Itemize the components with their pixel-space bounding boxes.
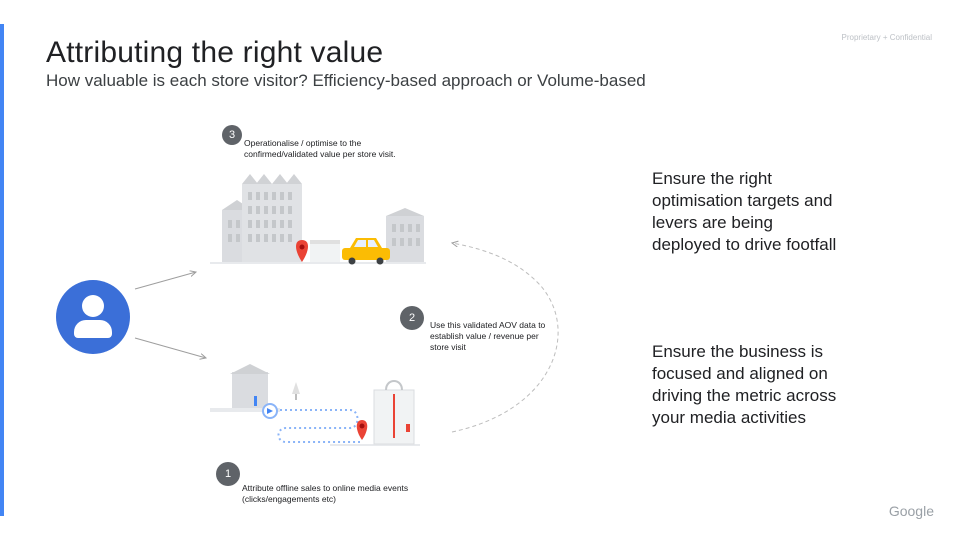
right-text-block-2: Ensure the business is focused and align… [652,342,837,427]
step-3-text: Operationalise / optimise to the confirm… [244,138,396,159]
accent-bar [0,24,4,516]
arrow-to-store [134,272,196,290]
arrow-to-shop [134,337,206,358]
page-title: Attributing the right value [46,36,384,69]
right-text-block-1: Ensure the right optimisation targets an… [652,169,837,254]
person-icon [56,280,130,354]
confidential-label: Proprietary + Confidential [841,33,933,42]
step-1-text: Attribute offline sales to online media … [242,483,409,504]
step-3-badge: 3 [222,125,242,145]
step-1-badge: 1 [216,462,240,486]
page-subtitle: How valuable is each store visitor? Effi… [46,71,646,90]
step-2-badge: 2 [400,306,424,330]
offline-sale-illustration [210,364,420,446]
store-visit-illustration [210,174,426,265]
step-2-text: Use this validated AOV data to establish… [430,320,546,352]
google-logo: Google [888,503,934,519]
